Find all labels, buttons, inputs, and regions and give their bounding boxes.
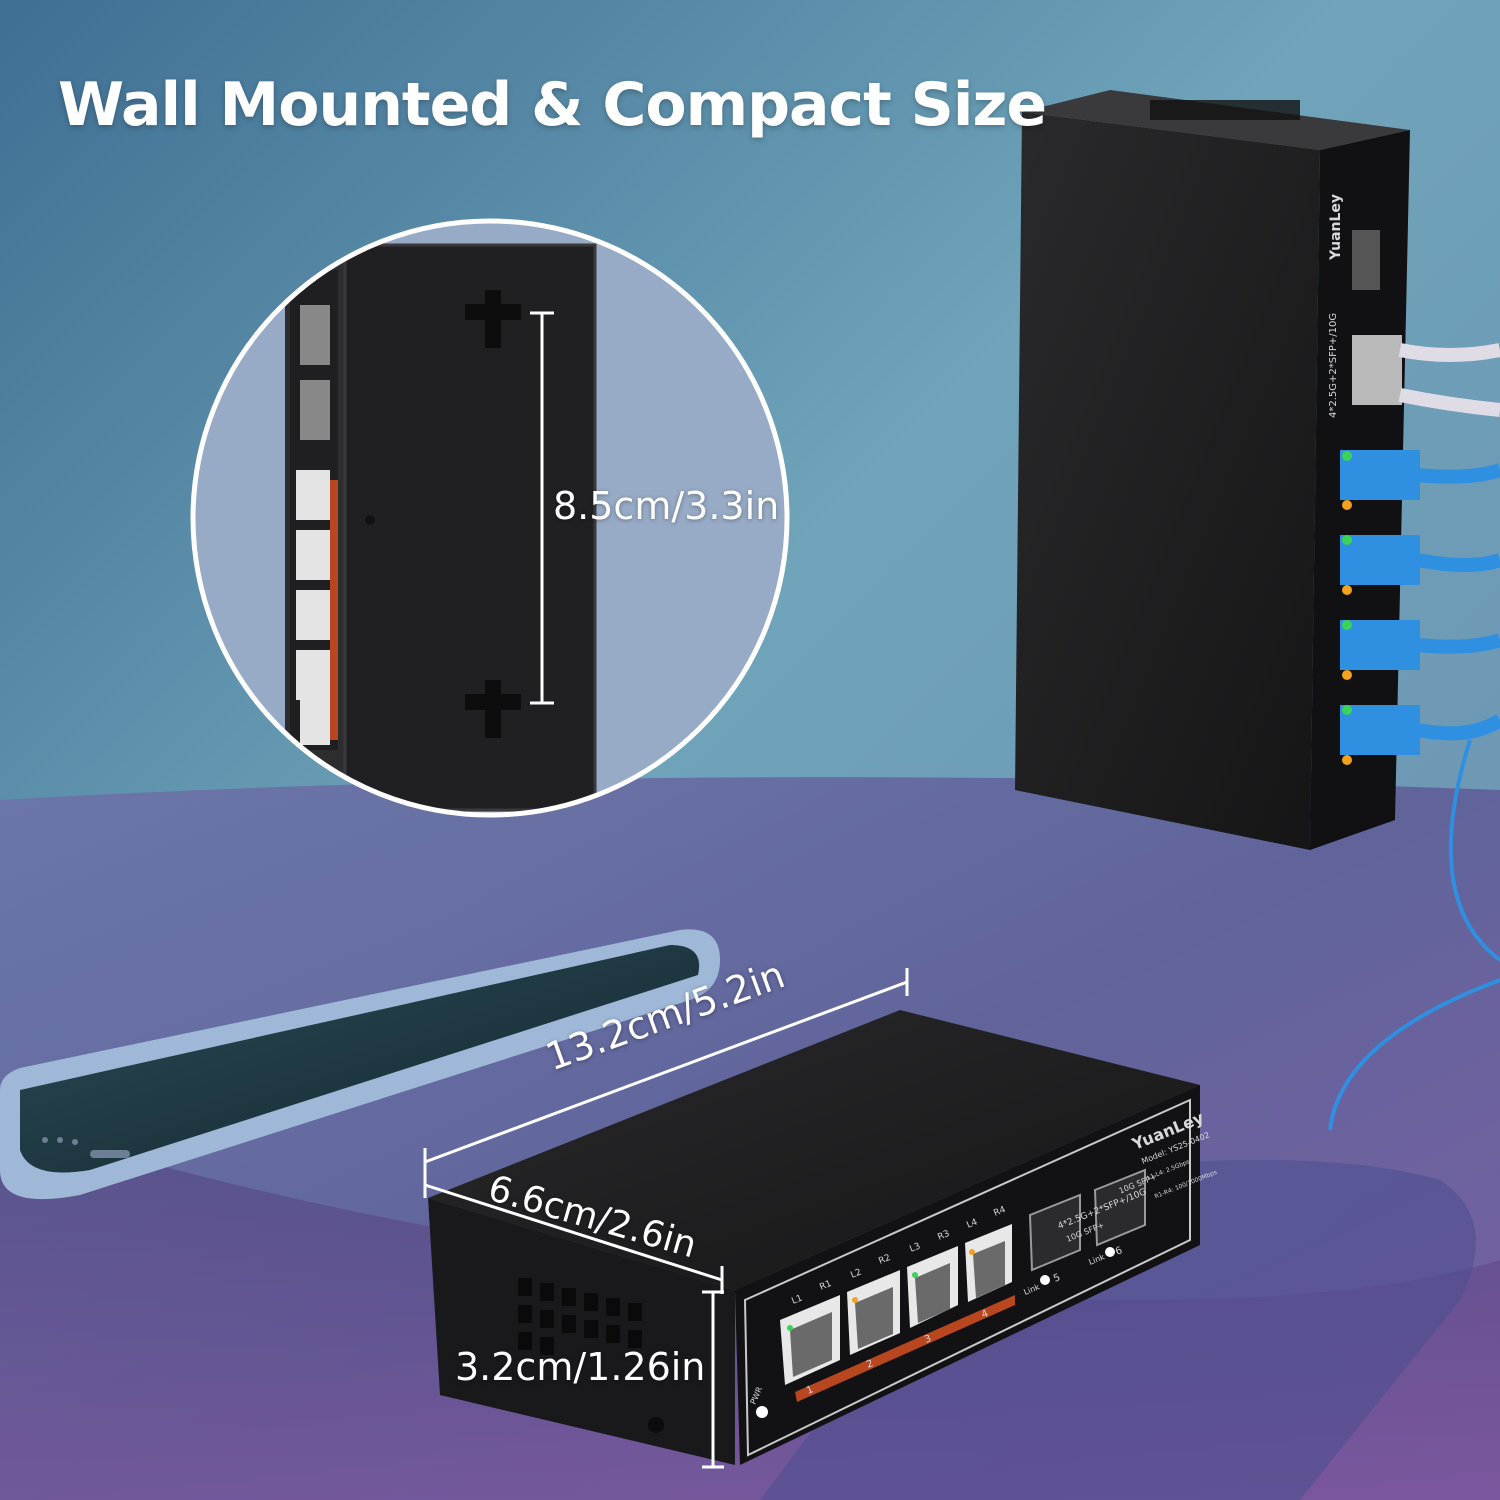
wall-brand-label: YuanLey — [1328, 194, 1344, 261]
port-label: L2 — [849, 1267, 863, 1280]
port-number: 4 — [980, 1308, 990, 1321]
wall-spec-label: 4*2.5G+2*SFP+/10G — [1328, 313, 1339, 418]
port-label: R1 — [818, 1279, 833, 1293]
sfp-number-5: 5 — [1052, 1272, 1062, 1285]
headline: Wall Mounted & Compact Size — [58, 70, 1047, 140]
wall-height-dimension: 8.5cm/3.3in — [553, 484, 780, 528]
smartphone — [0, 929, 720, 1200]
wall-mounted-switch: YuanLey 4*2.5G+2*SFP+/10G — [1015, 90, 1500, 1131]
wall-cables — [1328, 450, 1500, 1131]
side-vent — [518, 1278, 642, 1355]
port-label: R3 — [936, 1229, 951, 1243]
measurement-lines — [423, 968, 909, 1469]
port-label: R4 — [992, 1205, 1007, 1219]
port-label: L1 — [790, 1293, 804, 1306]
zoom-port-group — [296, 305, 338, 745]
height-dimension: 3.2cm/1.26in — [455, 1345, 706, 1389]
port-number: 1 — [805, 1384, 815, 1397]
desk-switch: YuanLey Model: YS25-0402 4*2.5G+2*SFP+/1… — [428, 1010, 1218, 1465]
port-label: L3 — [908, 1241, 922, 1254]
port-number: 2 — [865, 1358, 875, 1371]
sfp-port-6 — [1093, 1168, 1146, 1247]
port-label: R2 — [877, 1253, 892, 1267]
keyhole-slot-bottom — [465, 680, 521, 738]
port-label: L4 — [965, 1217, 979, 1230]
sfp-port-5 — [1028, 1193, 1081, 1272]
sfp-number-6: 6 — [1114, 1245, 1124, 1258]
rj45-ports — [780, 1224, 1015, 1402]
zoom-detail-circle — [190, 218, 790, 818]
keyhole-slot-top — [465, 290, 521, 348]
port-number: 3 — [923, 1333, 933, 1346]
